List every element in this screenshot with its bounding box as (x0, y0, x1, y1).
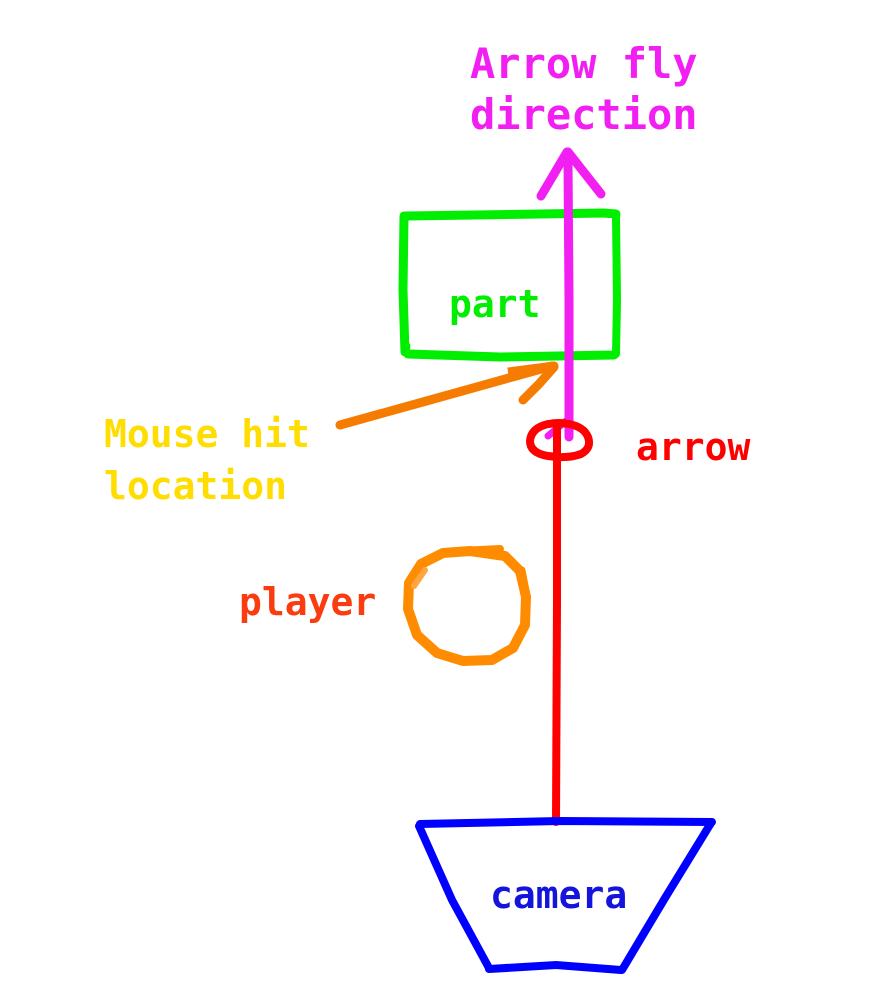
label-mouse-hit-location: Mouse hit location (104, 412, 310, 509)
player-circle-shape (403, 545, 531, 666)
arrow-projectile-shape (526, 419, 594, 826)
mouse-hit-pointer-arrow-shape (335, 361, 559, 430)
label-arrow: arrow (636, 425, 751, 469)
label-camera: camera (490, 873, 628, 917)
part-box-shape (398, 208, 622, 362)
label-player: player (239, 580, 377, 624)
label-part: part (449, 282, 541, 326)
camera-frustum-shape (415, 816, 716, 974)
fly-direction-arrow-shape (536, 147, 606, 442)
label-arrow-fly-direction: Arrow fly direction (470, 39, 698, 140)
